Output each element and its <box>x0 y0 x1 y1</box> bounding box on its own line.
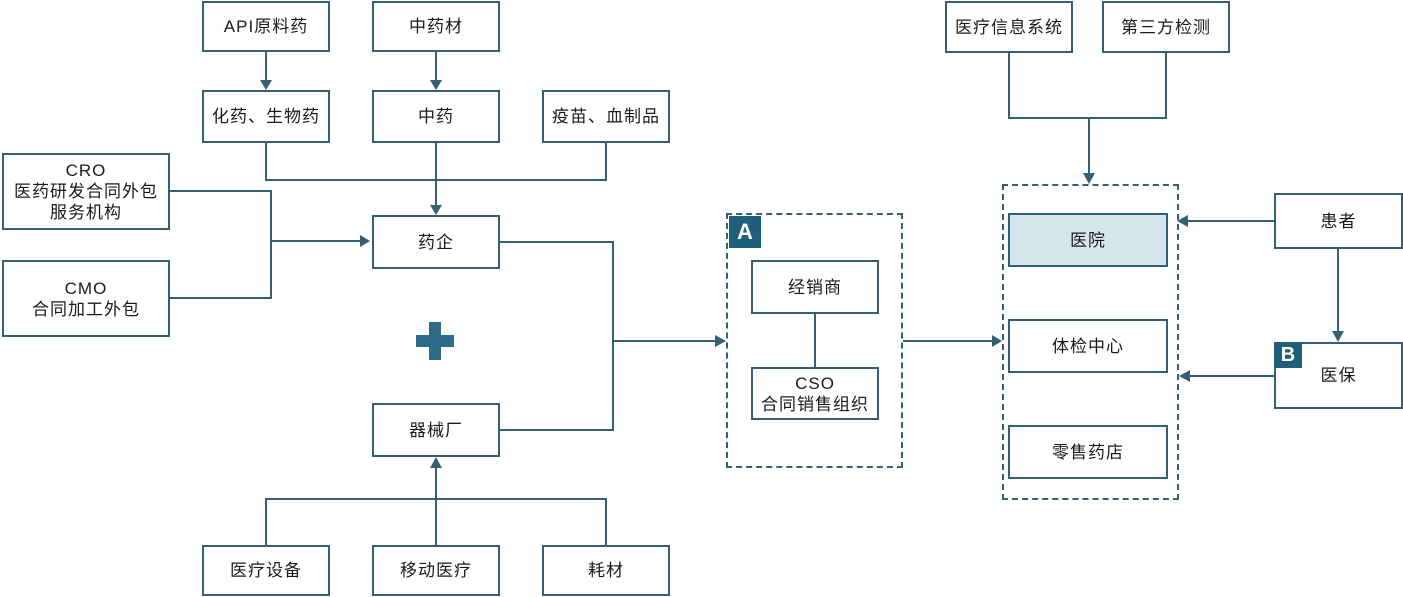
node-third-party: 第三方检测 <box>1102 1 1230 53</box>
node-tcm-material-label: 中药材 <box>409 17 463 36</box>
node-cmo-desc: 合同加工外包 <box>32 299 140 319</box>
node-hospital-label: 医院 <box>1070 230 1106 250</box>
node-vaccine: 疫苗、血制品 <box>542 90 670 143</box>
node-pharmacy: 零售药店 <box>1008 425 1168 479</box>
arrowhead <box>1179 370 1190 382</box>
node-med-info: 医疗信息系统 <box>945 1 1073 53</box>
node-cro-desc: 医药研发合同外包服务机构 <box>14 182 158 222</box>
node-cso-desc: 合同销售组织 <box>761 394 869 414</box>
arrowhead <box>1332 331 1344 342</box>
node-checkup-label: 体检中心 <box>1052 336 1124 356</box>
plus-icon <box>416 322 454 360</box>
node-mobile-med: 移动医疗 <box>372 545 500 596</box>
arrowhead <box>360 235 370 247</box>
node-device-factory-label: 器械厂 <box>409 420 463 440</box>
badge-b: B <box>1274 342 1302 368</box>
node-med-equipment-label: 医疗设备 <box>230 561 302 580</box>
node-pharmacy-label: 零售药店 <box>1052 442 1124 462</box>
badge-a: A <box>729 216 761 248</box>
node-chem-bio-label: 化药、生物药 <box>212 107 320 126</box>
terminals-group <box>1002 184 1179 500</box>
node-cmo: CMO 合同加工外包 <box>2 260 170 337</box>
arrowhead <box>1177 215 1188 227</box>
node-third-party-label: 第三方检测 <box>1121 17 1211 37</box>
node-distributor: 经销商 <box>751 260 879 314</box>
edge-cro-join <box>170 190 272 299</box>
node-med-equipment: 医疗设备 <box>202 545 330 596</box>
node-cro: CRO 医药研发合同外包服务机构 <box>2 153 170 230</box>
node-checkup: 体检中心 <box>1008 319 1168 373</box>
node-hospital: 医院 <box>1008 213 1168 267</box>
edge-pharma-out <box>500 241 614 431</box>
node-pharma: 药企 <box>372 215 500 269</box>
arrowhead <box>1083 173 1095 184</box>
node-med-info-label: 医疗信息系统 <box>955 17 1063 37</box>
node-consumables: 耗材 <box>542 545 670 596</box>
node-mobile-med-label: 移动医疗 <box>400 561 472 580</box>
node-distributor-label: 经销商 <box>788 277 842 297</box>
node-pharma-label: 药企 <box>418 232 454 252</box>
node-patient-label: 患者 <box>1320 211 1357 231</box>
arrowhead <box>430 457 442 468</box>
arrowhead <box>715 335 726 347</box>
node-api-label: API原料药 <box>223 17 309 36</box>
node-tcm: 中药 <box>372 90 500 143</box>
node-tcm-material: 中药材 <box>372 1 500 52</box>
node-insurance-label: 医保 <box>1320 366 1357 385</box>
channel-a-group <box>726 213 903 468</box>
node-cso: CSO 合同销售组织 <box>751 367 879 420</box>
arrowhead <box>260 80 272 90</box>
node-patient: 患者 <box>1274 193 1403 249</box>
edge-info-join <box>1008 53 1167 119</box>
node-cmo-title: CMO <box>64 278 108 298</box>
node-cro-title: CRO <box>65 161 107 180</box>
node-consumables-label: 耗材 <box>588 561 624 580</box>
node-device-factory: 器械厂 <box>372 403 500 457</box>
node-vaccine-label: 疫苗、血制品 <box>552 107 660 126</box>
node-api: API原料药 <box>202 1 330 52</box>
arrowhead <box>430 205 442 215</box>
arrowhead <box>992 335 1002 347</box>
node-chem-bio: 化药、生物药 <box>202 90 330 143</box>
node-cso-title: CSO <box>795 373 835 393</box>
node-tcm-label: 中药 <box>418 107 454 126</box>
arrowhead <box>430 80 442 90</box>
